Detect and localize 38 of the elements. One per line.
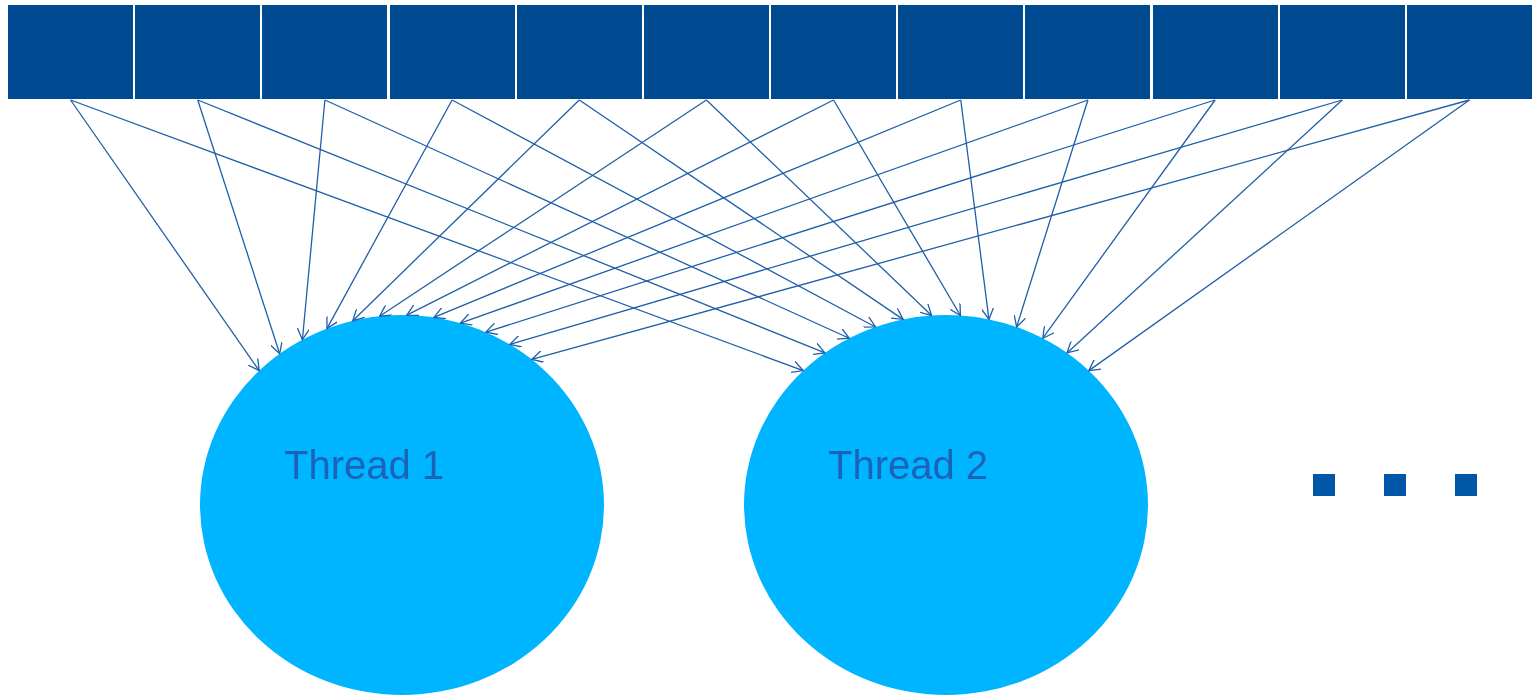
memory-block [389, 5, 515, 99]
arrow [531, 99, 1471, 363]
arrow [352, 99, 580, 322]
memory-block [1152, 5, 1278, 99]
arrow [69, 99, 804, 374]
arrow [451, 99, 877, 328]
arrow [459, 99, 1089, 326]
thread-label: Thread 1 [284, 445, 445, 485]
memory-block [898, 5, 1024, 99]
arrow [197, 99, 283, 355]
arrow [485, 99, 1216, 336]
arrow [378, 99, 708, 317]
memory-block [8, 5, 134, 99]
memory-block [135, 5, 261, 99]
arrow [1042, 99, 1216, 339]
arrow [433, 99, 962, 320]
arrow [197, 99, 826, 355]
arrow [509, 99, 1343, 348]
arrow [1088, 99, 1471, 372]
arrow [1013, 99, 1089, 328]
arrow [326, 99, 453, 330]
memory-block [262, 5, 388, 99]
memory-block [771, 5, 897, 99]
arrow [960, 99, 995, 320]
arrow [1066, 99, 1343, 354]
thread-label: Thread 2 [828, 445, 989, 485]
arrow [578, 99, 904, 320]
memory-block [1025, 5, 1151, 99]
memory-block [1406, 5, 1532, 99]
memory-block [1279, 5, 1405, 99]
arrow [296, 99, 326, 341]
arrow [406, 99, 835, 317]
arrow [832, 99, 962, 317]
arrow [705, 99, 933, 317]
arrow [324, 99, 850, 340]
memory-block [516, 5, 642, 99]
memory-block [643, 5, 769, 99]
arrow [69, 99, 260, 372]
